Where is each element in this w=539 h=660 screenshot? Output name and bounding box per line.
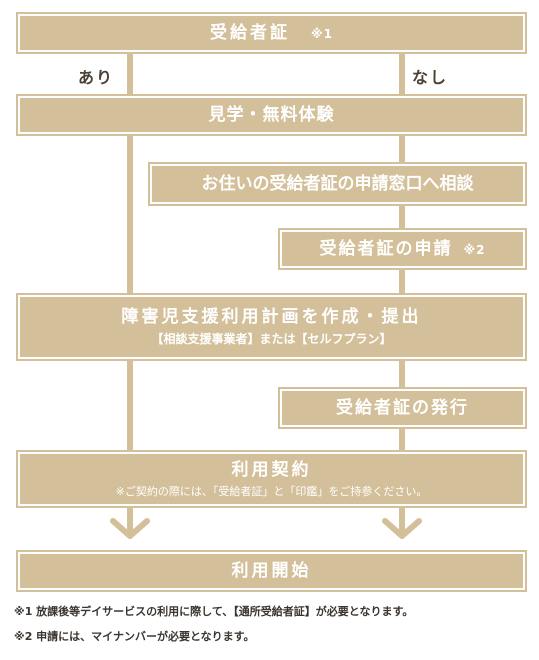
branch-label-yes: あり [78,68,115,87]
apply-title: 受給者証の申請 [319,238,453,259]
footnote-mark-1: ※1 [310,26,333,41]
connector-right [399,52,405,532]
branch-label-no: なし [412,68,449,87]
recipient-certificate-box: 受給者証 ※1 [16,12,527,54]
issue-box: 受給者証の発行 [278,387,527,429]
apply-box: 受給者証の申請 ※2 [278,228,527,270]
trial-box: 見学・無料体験 [16,94,527,136]
connector-left [127,52,133,532]
start-box: 利用開始 [16,550,527,592]
consult-box: お住いの受給者証の申請窓口へ相談 [148,162,527,206]
start-title: 利用開始 [231,561,312,581]
support-plan-title: 障害児支援利用計画を作成・提出 [121,307,422,327]
support-plan-box: 障害児支援利用計画を作成・提出 【相談支援事業者】または【セルフプラン】 [16,293,527,361]
consult-title: お住いの受給者証の申請窓口へ相談 [201,174,474,194]
trial-title: 見学・無料体験 [208,105,335,125]
contract-note: ※ご契約の際には、「受給者証」と「印鑑」をご持参ください。 [115,484,428,498]
contract-title: 利用契約 [231,459,312,480]
support-plan-options: 【相談支援事業者】または【セルフプラン】 [151,332,392,346]
footnote-2: ※2 申請には、マイナンバーが必要となります。 [14,630,255,643]
footnote-mark-2: ※2 [463,242,486,257]
footnote-1: ※1 放課後等デイサービスの利用に際して、【通所受給者証】が必要となります。 [14,605,414,618]
chevron-down-icon-left [110,518,150,539]
recipient-certificate-title: 受給者証 [210,22,291,43]
contract-box: 利用契約 ※ご契約の際には、「受給者証」と「印鑑」をご持参ください。 [16,450,527,508]
issue-title: 受給者証の発行 [336,398,469,418]
chevron-down-icon-right [382,518,422,539]
